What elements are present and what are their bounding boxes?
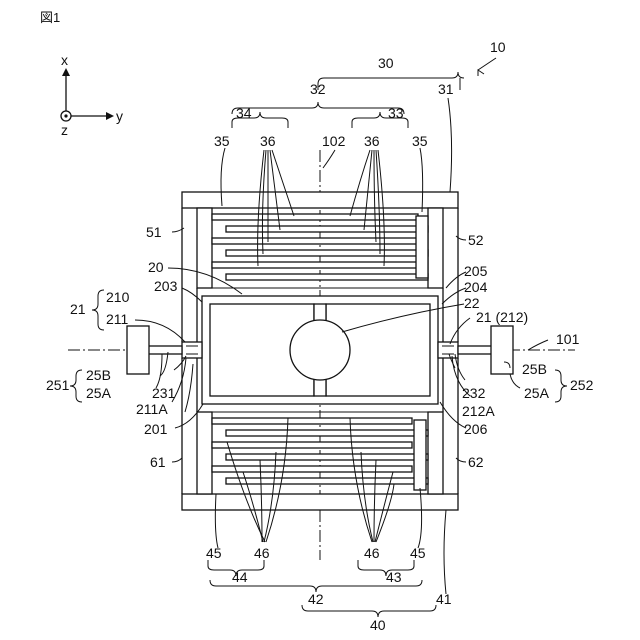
label-34: 34 [236,105,252,121]
label-201: 201 [144,421,168,437]
label-36-right: 36 [364,133,380,149]
label-35-right: 35 [412,133,428,149]
label-102: 102 [322,133,346,149]
label-42: 42 [308,591,324,607]
label-30: 30 [378,55,394,71]
movable-body-20 [202,296,438,404]
label-52: 52 [468,232,484,248]
label-232: 232 [462,385,486,401]
figure-title: 図1 [40,10,60,25]
label-45-right: 45 [410,545,426,561]
label-44: 44 [232,569,248,585]
label-25B-right: 25B [522,361,547,377]
label-32: 32 [310,81,326,97]
label-10: 10 [490,39,506,55]
axis-y-label: y [116,108,123,124]
label-31: 31 [438,81,454,97]
axis-x-label: x [61,52,68,68]
label-251: 251 [46,377,70,393]
label-20: 20 [148,259,164,275]
label-231: 231 [152,385,176,401]
label-211A: 211A [136,401,168,417]
label-35-left: 35 [214,133,230,149]
label-33: 33 [388,105,404,121]
label-36-left: 36 [260,133,276,149]
label-21-212: 21 (212) [476,309,528,325]
label-51: 51 [146,224,162,240]
label-25A-right: 25A [524,385,550,401]
label-61: 61 [150,454,166,470]
label-205: 205 [464,263,488,279]
label-212A: 212A [462,403,495,419]
label-41: 41 [436,591,452,607]
label-45-left: 45 [206,545,222,561]
label-211: 211 [106,311,129,327]
label-101: 101 [556,331,580,347]
axis-z-label: z [61,122,68,138]
axis-indicator: x y z [61,52,123,138]
lower-comb-electrodes [212,418,428,490]
label-210: 210 [106,289,130,305]
label-40: 40 [370,617,386,633]
label-21-left: 21 [70,301,86,317]
label-62: 62 [468,454,484,470]
label-43: 43 [386,569,402,585]
label-46-right: 46 [364,545,380,561]
label-46-left: 46 [254,545,270,561]
label-25B-left: 25B [86,367,111,383]
label-203: 203 [154,278,178,294]
label-25A-left: 25A [86,385,112,401]
label-204: 204 [464,279,488,295]
label-252: 252 [570,377,594,393]
label-206: 206 [464,421,488,437]
